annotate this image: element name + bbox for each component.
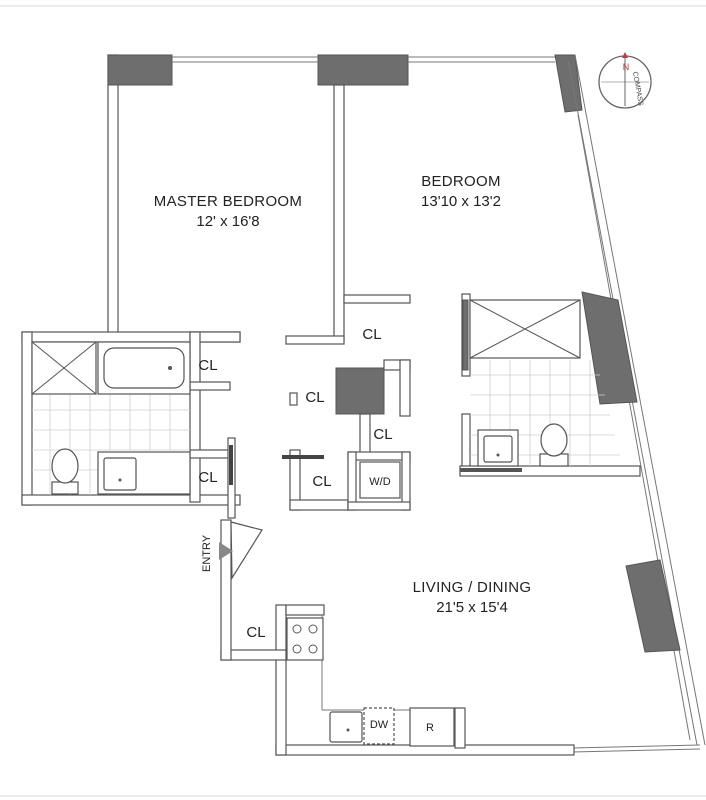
interior-walls — [189, 84, 641, 749]
washer-dryer-label: W/D — [369, 476, 390, 488]
kitchen-sink — [329, 711, 363, 743]
dishwasher — [363, 707, 395, 745]
toilet-right — [539, 423, 569, 467]
washer-dryer — [359, 461, 401, 499]
entry-door — [230, 521, 263, 581]
kitchen — [286, 615, 455, 747]
entry-label: ENTRY — [201, 534, 213, 572]
living-dining-size: 21'5 x 15'4 — [436, 599, 508, 616]
refrigerator — [409, 707, 455, 747]
compass-icon: N COMPASS — [598, 52, 652, 109]
compass-north: N — [623, 62, 630, 72]
closet-label: CL — [198, 469, 217, 486]
closet-label: CL — [198, 357, 217, 374]
exterior-walls — [21, 54, 706, 756]
left-bathroom — [31, 341, 191, 495]
right-bathroom — [460, 299, 620, 472]
closet-label: CL — [312, 473, 331, 490]
cooktop — [286, 617, 324, 661]
bedroom-size: 13'10 x 13'2 — [421, 193, 501, 210]
closet-label: CL — [373, 426, 392, 443]
bedroom-name: BEDROOM — [421, 173, 501, 190]
toilet-left — [51, 448, 79, 495]
closet-label: CL — [305, 389, 324, 406]
master-bedroom-size: 12' x 16'8 — [196, 213, 259, 230]
doors — [219, 445, 324, 581]
dishwasher-label: DW — [370, 719, 389, 731]
closet-label: CL — [246, 624, 265, 641]
refrigerator-label: R — [426, 722, 434, 734]
entry-arrow-icon — [219, 542, 233, 560]
master-bedroom-name: MASTER BEDROOM — [154, 193, 302, 210]
closet-label: CL — [362, 326, 381, 343]
living-dining-name: LIVING / DINING — [413, 579, 532, 596]
